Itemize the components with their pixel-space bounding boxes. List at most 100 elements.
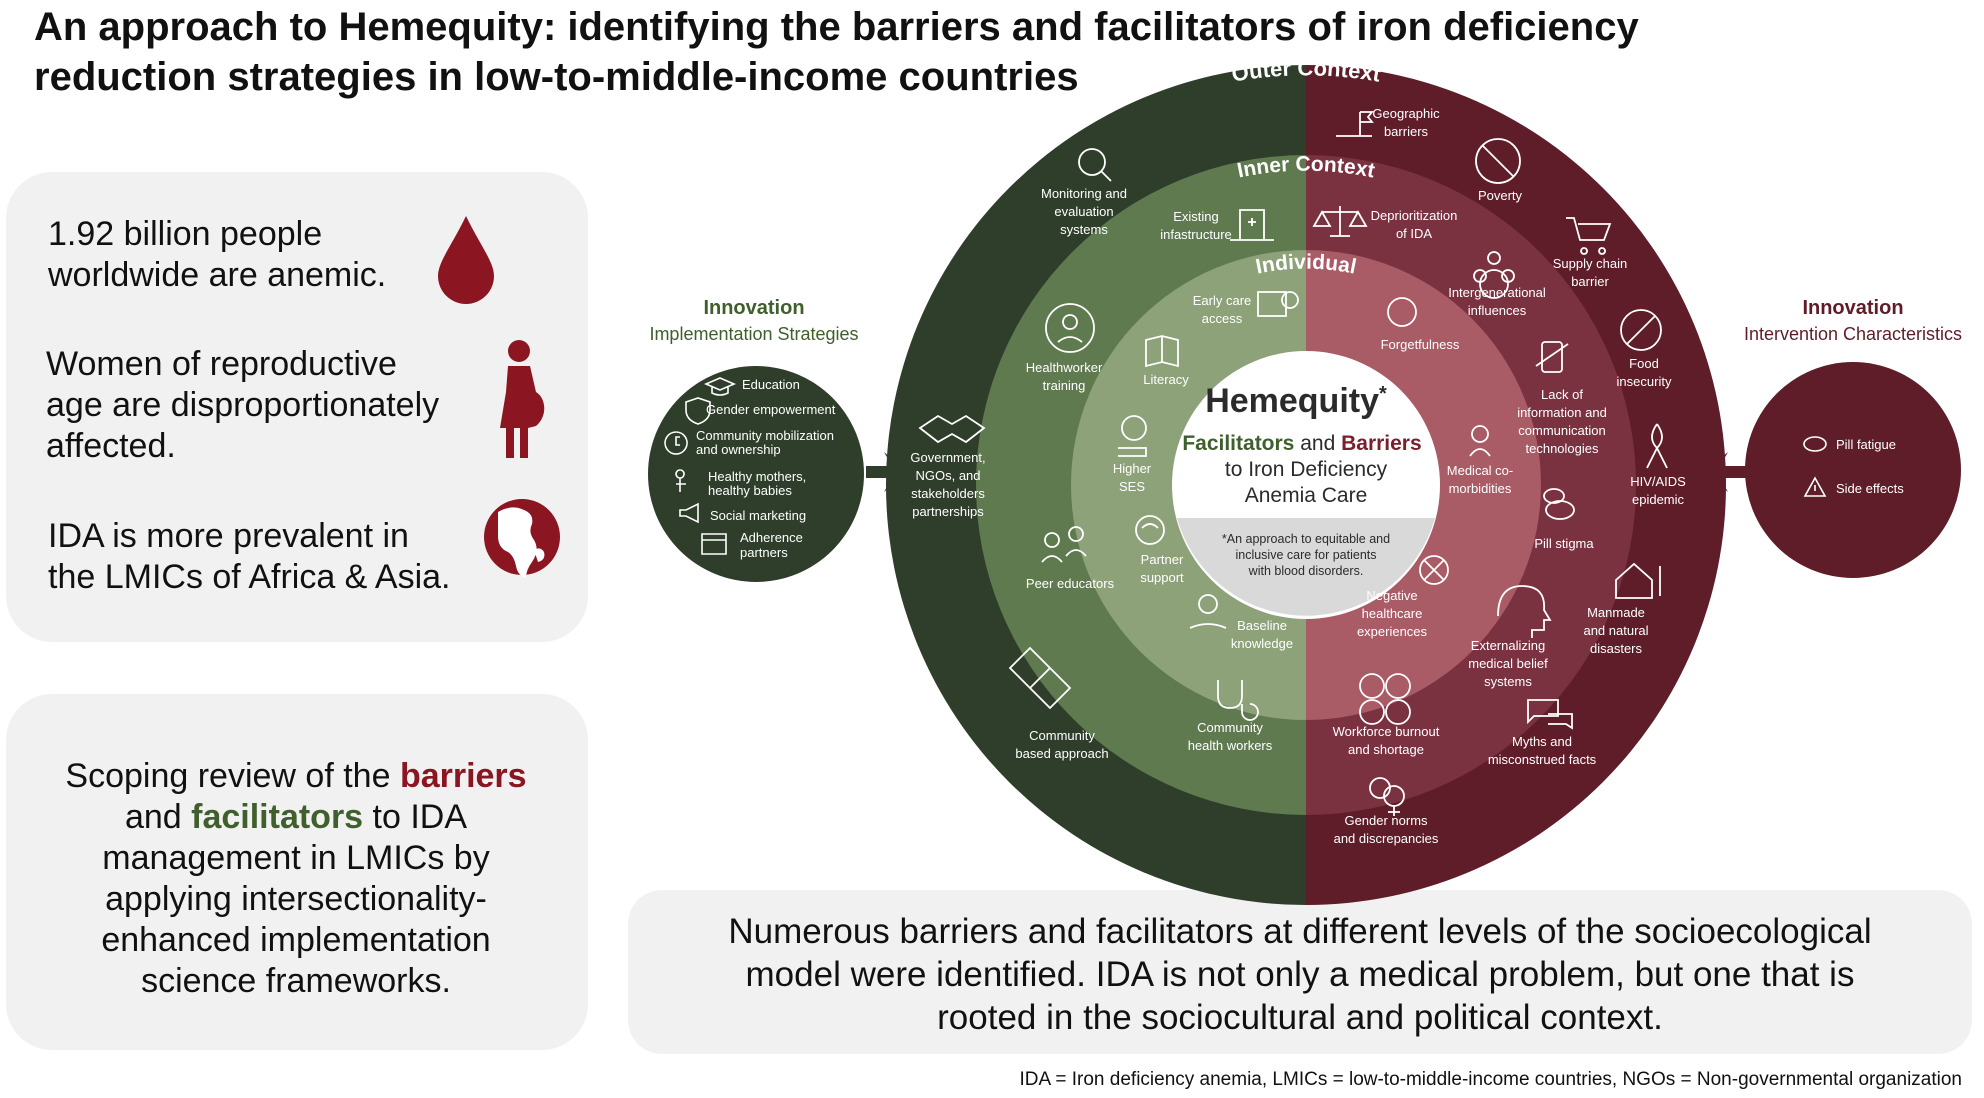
implementation-circle [648,366,864,582]
cart-icon [1566,217,1612,255]
no-phone-icon [1535,341,1569,373]
label-negative-experiences-line-3: experiences [1357,624,1428,639]
label-gender-norms-line-1: Gender norms [1344,813,1428,828]
globe-africa-icon [484,499,560,578]
label-government-partnerships-line-2: NGOs, and [915,468,980,483]
label-higher-ses-line-2: SES [1119,479,1145,494]
center-line-2: to Iron Deficiency [1225,458,1388,481]
calendar-clock-icon [1257,291,1299,317]
label-healthworker-training-line-1: Healthworker [1026,360,1103,375]
label-government-partnerships-line-3: stakeholders [911,486,985,501]
label-intergenerational-line-1: Intergenerational [1448,285,1546,300]
implementation-item: Social marketing [710,508,806,523]
lightbulb-book-icon [1189,594,1227,629]
handshake-icon [918,414,986,444]
partner-icon [1135,515,1165,545]
megaphone-icon [679,502,699,524]
pregnant-woman-icon [500,340,545,458]
label-deprioritization-line-1: Deprioritization [1371,208,1458,223]
stat-women: Women of reproductive age are disproport… [46,345,440,465]
label-community-health-workers-line-1: Community [1197,720,1263,735]
magnifier-icon [1078,148,1112,182]
label-baseline-knowledge-line-1: Baseline [1237,618,1287,633]
pill-icon [1803,436,1827,452]
label-monitoring-evaluation-line-3: systems [1060,222,1108,237]
label-negative-experiences-line-1: Negative [1366,588,1417,603]
flag-icon [1336,111,1374,137]
puzzle-icon [1008,646,1072,710]
label-negative-experiences-line-2: healthcare [1362,606,1423,621]
label-food-insecurity-line-1: Food [1629,356,1659,371]
book-icon [1145,335,1179,368]
facilitators-word: facilitators [191,798,364,836]
warning-icon [1803,476,1827,497]
label-geographic-barriers-line-1: Geographic [1372,106,1440,121]
label-community-based-approach-line-1: Community [1029,728,1095,743]
team-icon [1359,673,1411,725]
label-lack-of-information-line-1: Lack of [1541,387,1583,402]
no-food-icon [1620,309,1662,351]
label-externalizing-beliefs-line-1: Externalizing [1471,638,1545,653]
label-intergenerational-line-2: influences [1468,303,1527,318]
scope-panel [6,694,588,1050]
stat-anemic: 1.92 billion people worldwide are anemic… [48,215,387,294]
chat-bubbles-icon [1527,699,1573,730]
ribbon-icon [1646,423,1668,469]
label-early-care-access-line-1: Early care [1193,293,1252,308]
mother-baby-icon [675,469,686,492]
medical-person-icon [1469,425,1491,457]
intervention-item: Pill fatigue [1836,437,1896,452]
intervention-subtitle: Intervention Characteristics [1744,324,1962,344]
label-partner-support-line-2: support [1140,570,1184,585]
implementation-icons [664,377,737,555]
center-title: Hemequity* [1205,382,1387,420]
label-baseline-knowledge-line-2: knowledge [1231,636,1293,651]
implementation-item: and ownership [696,442,781,457]
barriers-word: barriers [399,757,527,795]
stethoscope-icon [1217,680,1259,721]
blood-drop-icon [438,216,494,304]
footnote: IDA = Iron deficiency anemia, LMICs = lo… [1019,1069,1962,1090]
no-healthcare-icon [1419,555,1449,585]
label-monitoring-evaluation-line-1: Monitoring and [1041,186,1127,201]
label-myths-line-2: misconstrued facts [1488,752,1597,767]
label-early-care-access-line-2: access [1202,311,1243,326]
center-line-3: Anemia Care [1245,484,1368,507]
label-government-partnerships-line-4: partnerships [912,504,984,519]
label-supply-chain-line-1: Supply chain [1553,256,1627,271]
label-myths-line-1: Myths and [1512,734,1572,749]
gear-person-icon [1045,303,1095,353]
scope-text: Scoping review of the barriers and facil… [65,757,527,1000]
peer-icon [1041,526,1087,563]
question-head-icon [1387,297,1417,327]
title-line-2: reduction strategies in low-to-middle-in… [34,55,1079,99]
label-medical-comorbidities-line-2: morbidities [1449,481,1512,496]
label-forgetfulness: Forgetfulness [1381,337,1460,352]
label-government-partnerships-line-1: Government, [910,450,985,465]
money-hand-icon [1118,415,1147,457]
implementation-item: Education [742,377,800,392]
center-note-3: with blood disorders. [1248,564,1364,578]
intervention-circle [1745,362,1961,578]
center-subtitle: Facilitators and Barriers [1182,432,1421,455]
label-peer-educators: Peer educators [1026,576,1115,591]
label-higher-ses-line-1: Higher [1113,461,1152,476]
label-lack-of-information-line-3: communication [1518,423,1605,438]
hospital-building-icon [1230,209,1274,241]
label-food-insecurity-line-2: insecurity [1617,374,1672,389]
arrow-implementation-to-model [866,452,908,492]
center-note-1: *An approach to equitable and [1222,532,1390,546]
head-icon [1497,585,1552,638]
arrow-intervention-to-model [1704,452,1746,492]
label-hiv-aids-line-1: HIV/AIDS [1630,474,1686,489]
scales-icon [1312,206,1368,237]
label-workforce-burnout-line-2: and shortage [1348,742,1424,757]
implementation-item: Community mobilization [696,428,834,443]
label-lack-of-information-line-2: information and [1517,405,1607,420]
calendar-icon [701,533,727,555]
label-geographic-barriers-line-2: barriers [1384,124,1429,139]
house-disaster-icon [1615,562,1661,599]
